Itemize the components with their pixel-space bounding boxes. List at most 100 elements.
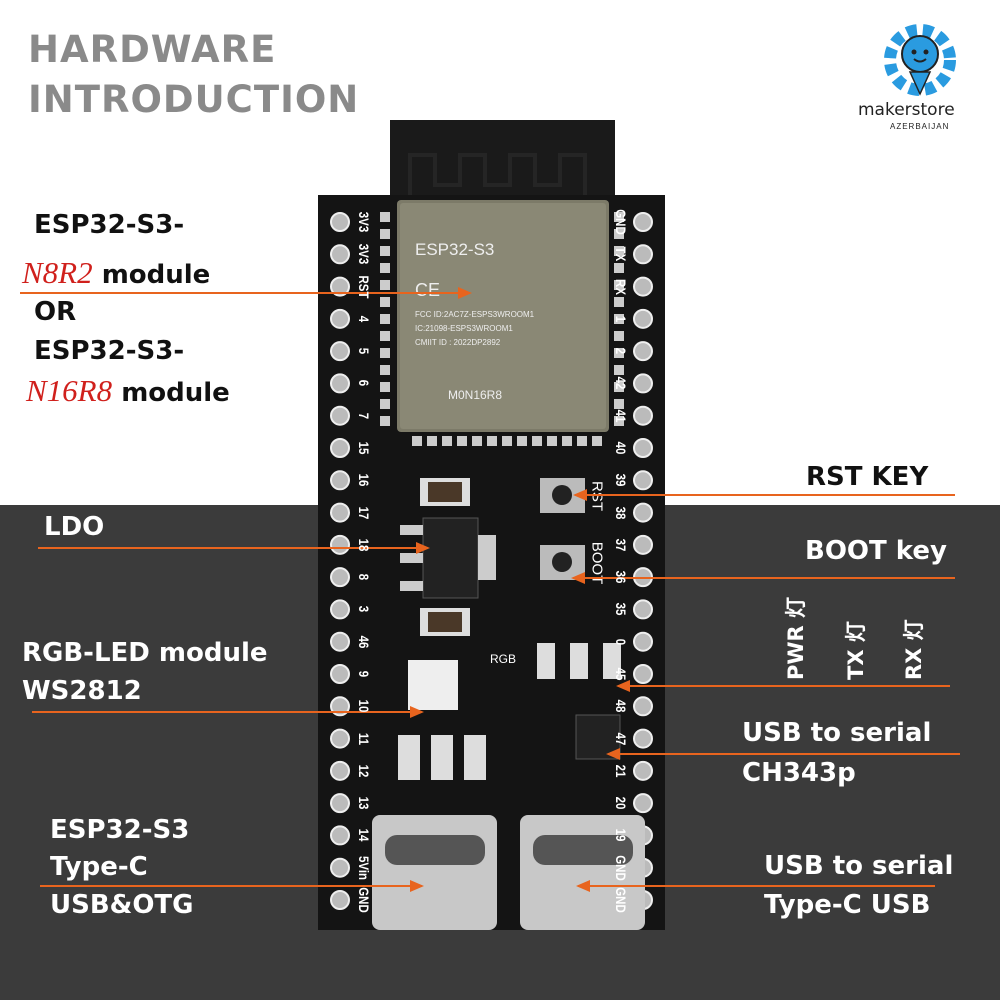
rst-key-label: RST KEY	[806, 462, 929, 492]
pin-right	[633, 664, 653, 684]
makerstore-logo-icon	[884, 24, 956, 96]
pin-left	[330, 599, 350, 620]
pin-right	[633, 405, 653, 426]
rgb-led-arrow	[32, 706, 424, 718]
usb-typec-arrow	[576, 880, 935, 892]
pin-left	[330, 502, 350, 523]
pin-label-left: 8	[356, 573, 372, 581]
typec-otg-arrow	[40, 880, 424, 892]
pin-label-left: 9	[356, 670, 372, 678]
pin-label-right: 20	[613, 796, 629, 810]
pin-label-left: RST	[356, 275, 372, 299]
pin-right	[633, 212, 653, 232]
pin-right	[633, 341, 653, 362]
pin-right	[633, 470, 653, 491]
pin-left	[330, 696, 350, 717]
usb-otg-type-c-port	[372, 815, 497, 930]
pin-label-right: 39	[613, 473, 629, 487]
logo-subtext: AZERBAIJAN	[890, 122, 950, 131]
pin-label-right: RX	[613, 278, 629, 295]
pin-left	[330, 438, 350, 458]
pin-label-left: 14	[356, 829, 372, 842]
pin-label-right: 21	[613, 764, 629, 778]
rst-key-arrow	[573, 489, 955, 501]
pin-left	[330, 793, 350, 814]
pin-label-right: 19	[613, 829, 629, 842]
pin-label-right: 42	[613, 377, 629, 390]
usb-serial-label-line2: CH343p	[742, 758, 856, 788]
pin-label-right: 35	[613, 603, 629, 616]
pin-label-left: 11	[356, 732, 372, 745]
pin-left	[330, 212, 350, 232]
title-line2: INTRODUCTION	[28, 78, 360, 121]
pin-label-right: 0	[613, 638, 629, 645]
led-arrow	[616, 680, 950, 692]
pin-label-right: 48	[613, 699, 629, 713]
pin-label-left: 6	[356, 380, 372, 387]
pin-label-right: 45	[613, 667, 629, 681]
pin-left	[330, 760, 350, 781]
pin-label-left: GND	[356, 887, 372, 913]
pin-left	[330, 664, 350, 684]
pin-label-right: 40	[613, 441, 629, 455]
logo-text: makerstore	[858, 100, 955, 120]
pin-label-right: 36	[613, 570, 629, 584]
pin-right	[633, 502, 653, 523]
pin-label-left: 15	[356, 441, 372, 455]
pin-label-left: 16	[356, 473, 372, 487]
module-arrow	[20, 287, 472, 299]
module-variant: M0N16R8	[448, 388, 503, 402]
pin-label-left: 17	[356, 506, 372, 519]
module-a-code: N8R2	[22, 255, 93, 290]
pin-right	[633, 534, 653, 555]
pin-left	[330, 373, 350, 394]
pin-label-left: 3V3	[356, 244, 372, 265]
pin-right	[633, 631, 653, 652]
usb-typec-label-line1: USB to serial	[764, 851, 954, 881]
pin-right	[633, 308, 653, 329]
rgb-led	[408, 660, 458, 710]
pin-right	[633, 760, 653, 781]
pin-label-left: 5	[356, 347, 372, 355]
pin-headers	[330, 212, 653, 910]
boot-key-label: BOOT key	[805, 536, 947, 566]
pin-left	[330, 825, 350, 846]
pin-label-left: 3V3	[356, 211, 372, 233]
pin-left	[330, 276, 350, 297]
pin-left	[330, 631, 350, 652]
title-line1: HARDWARE	[28, 28, 277, 71]
typec-otg-label-line2: Type-C	[50, 852, 148, 882]
pin-label-right: 1	[613, 315, 629, 323]
ldo-arrow	[38, 542, 430, 554]
pin-left	[330, 405, 350, 426]
module-label: ESP32-S3	[415, 240, 495, 259]
pin-label-left: 12	[356, 764, 372, 778]
pin-label-left: 13	[356, 796, 372, 810]
pin-left	[330, 308, 350, 329]
board-rst-label: RST	[588, 481, 606, 511]
pin-label-left: 10	[356, 699, 372, 713]
typec-otg-label-line3: USB&OTG	[50, 890, 194, 920]
pin-label-right: GND	[613, 854, 629, 881]
pin-label-right: TX	[613, 246, 629, 262]
ldo-label: LDO	[44, 512, 105, 542]
fcc-id: FCC ID:2AC7Z-ESPS3WROOM1	[415, 310, 535, 319]
pin-right	[633, 276, 653, 297]
pin-label-right: 41	[613, 409, 629, 423]
ldo-chip	[422, 517, 479, 599]
pin-label-left: 5Vin	[356, 855, 372, 880]
pin-label-right: 2	[613, 347, 629, 355]
cmiit-id: CMIIT ID : 2022DP2892	[415, 338, 501, 347]
pin-right	[633, 728, 653, 749]
typec-otg-label-line1: ESP32-S3	[50, 815, 190, 845]
pin-right	[633, 696, 653, 717]
module-a-suffix: module	[101, 260, 211, 290]
rgb-led-label-line1: RGB-LED module	[22, 638, 268, 668]
tx-led-label: TX 灯	[844, 621, 868, 680]
module-b-prefix: ESP32-S3-	[34, 336, 185, 366]
pin-label-right: GND	[613, 887, 629, 913]
pin-label-left: 3	[356, 606, 372, 613]
rgb-led-label-line2: WS2812	[22, 676, 142, 706]
module-b-suffix: module	[121, 378, 230, 408]
